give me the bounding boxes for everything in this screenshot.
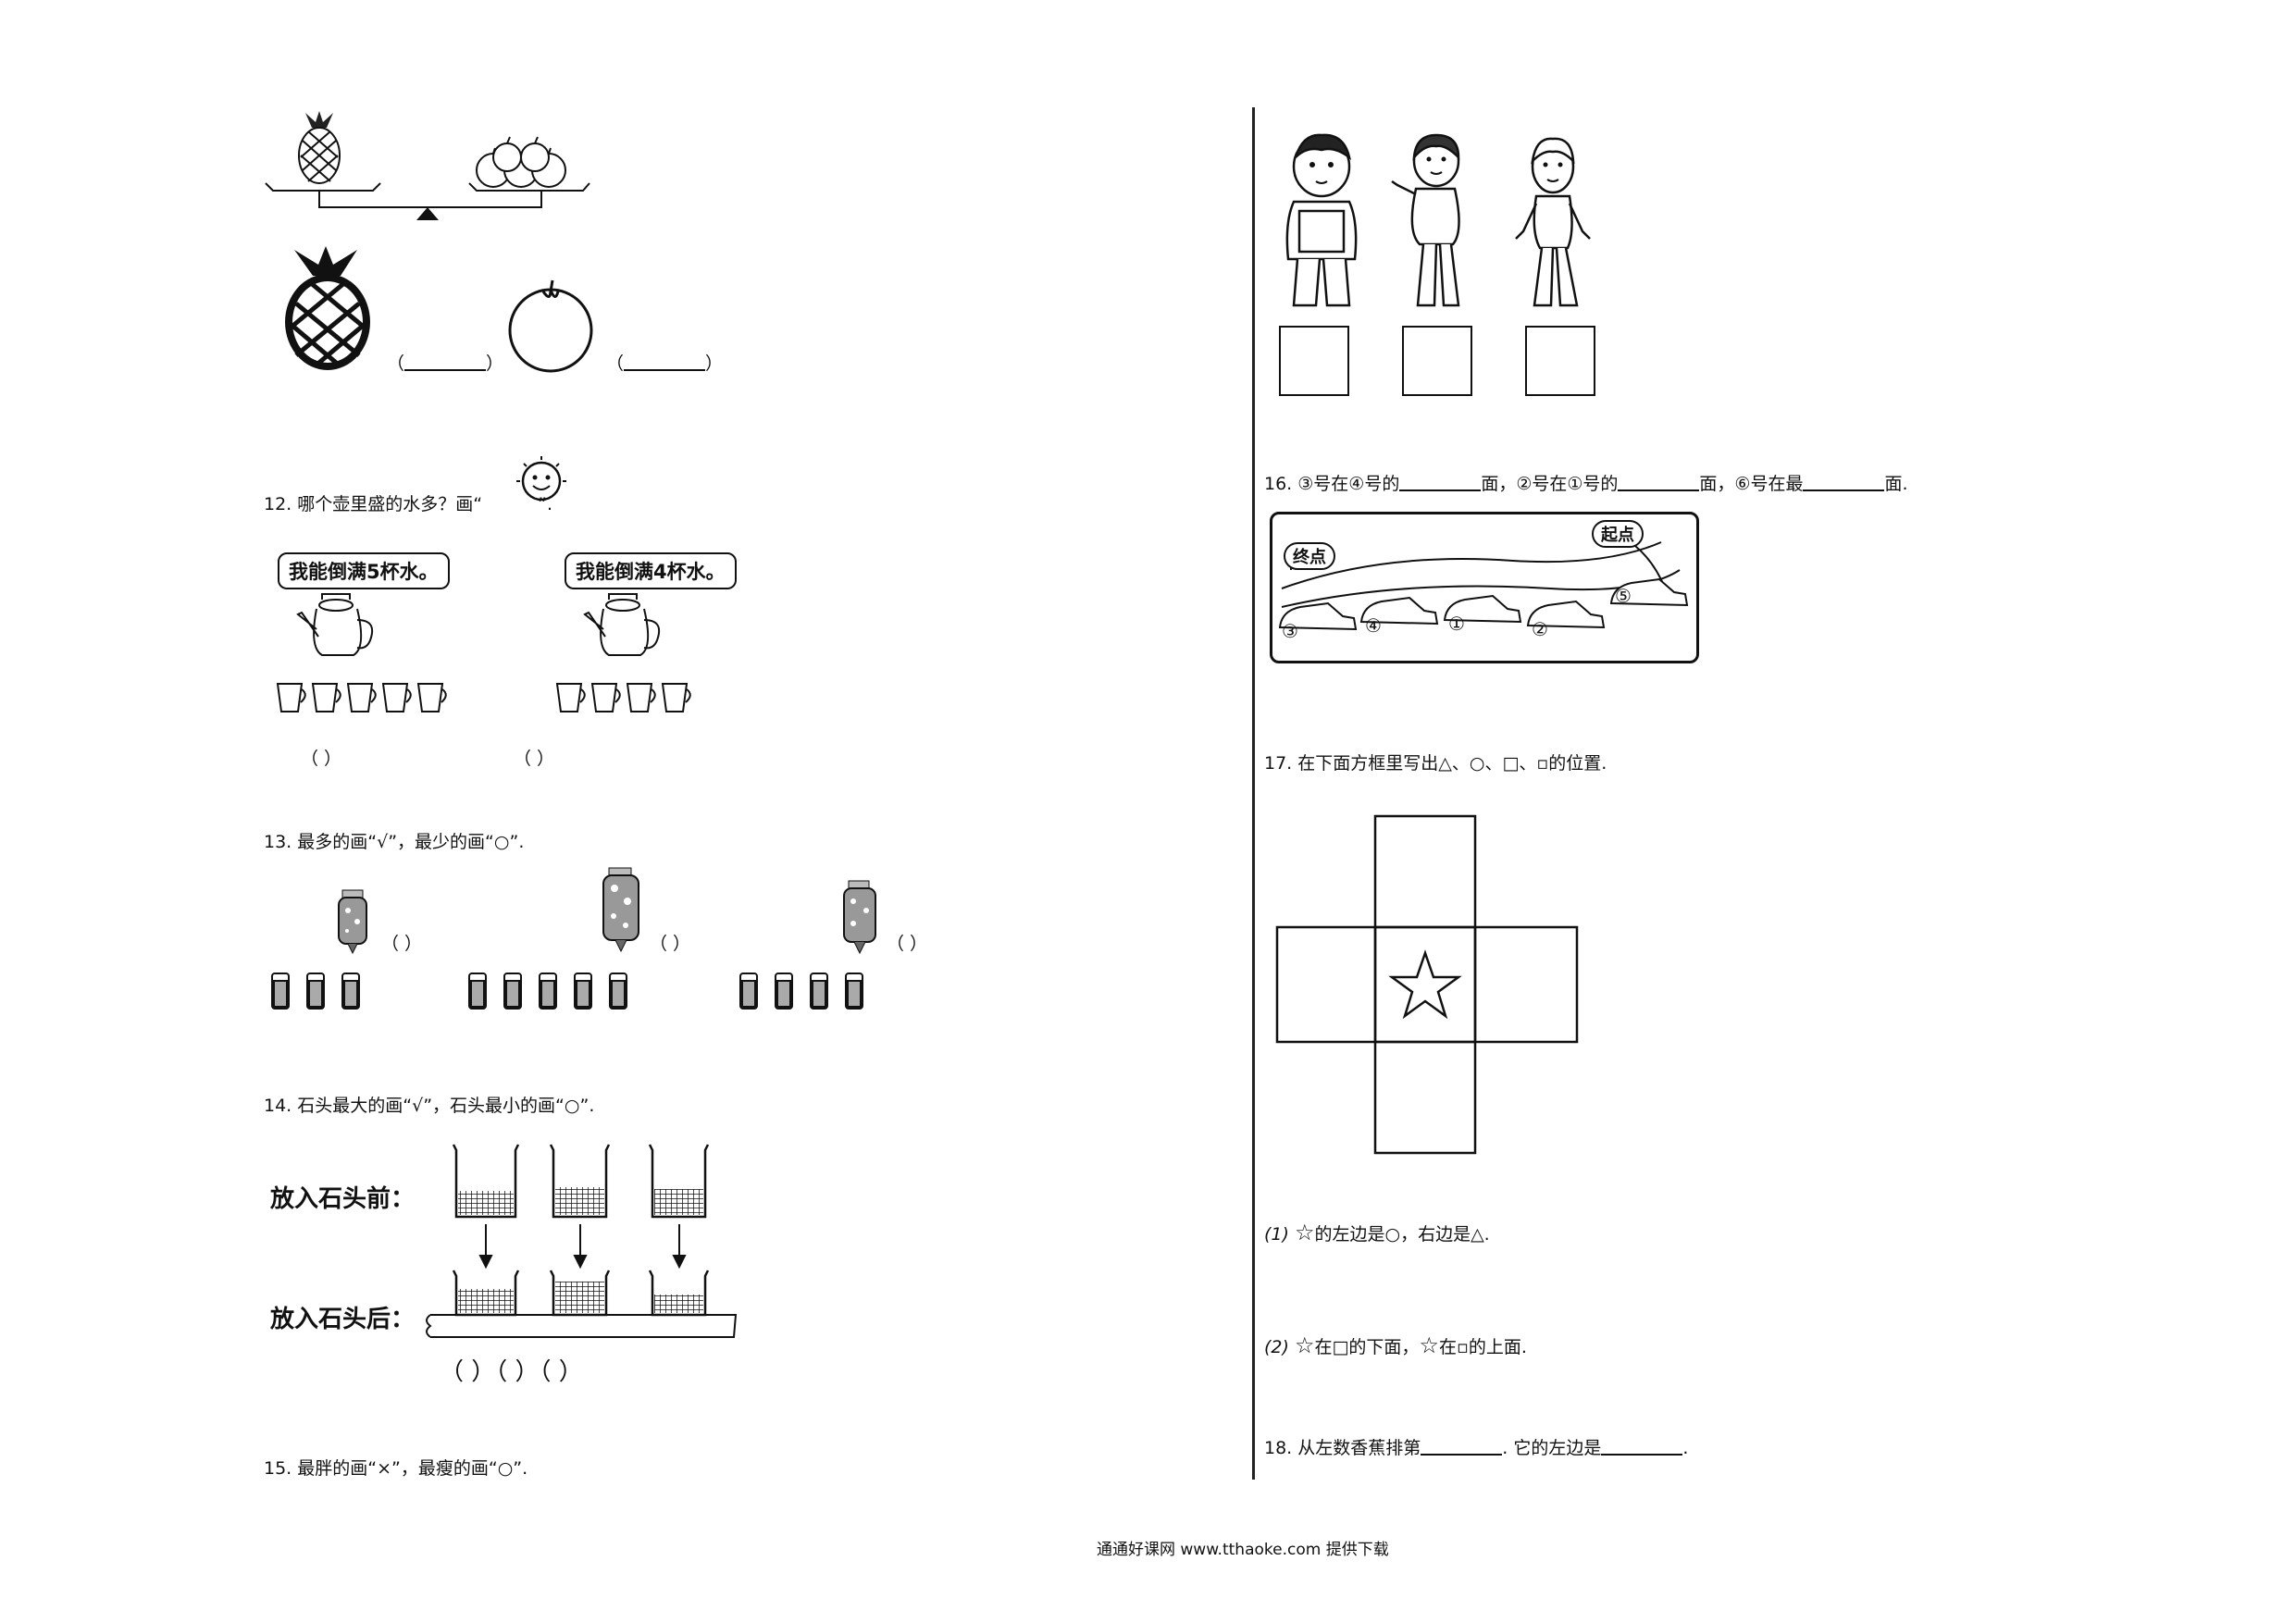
glasses-row-3	[739, 973, 863, 1010]
sub-2-text-b: 在▫的上面.	[1438, 1337, 1527, 1357]
apples-icon	[476, 136, 566, 188]
question-16: 16. ③号在④号的 面，②号在①号的 面，⑥号在最 面.	[1264, 470, 1908, 495]
cars-row	[1278, 577, 1689, 631]
smiley-icon	[516, 456, 566, 502]
cross-grid-figure	[1275, 814, 1579, 1155]
pineapple-small-icon	[298, 111, 341, 184]
finish-label: 终点	[1284, 542, 1335, 570]
speech-bubble-1: 我能倒满5杯水。	[278, 552, 450, 589]
q16-part-2: 面，②号在①号的	[1481, 474, 1619, 494]
question-17-1: (1) ☆的左边是○，右边是△.	[1264, 1220, 1490, 1245]
start-label: 起点	[1592, 520, 1644, 548]
q16-part-3: 面，⑥号在最	[1699, 474, 1804, 494]
answer-12-1[interactable]: （ ）	[301, 749, 342, 769]
car-label-3: ①	[1448, 613, 1465, 635]
bottle-icon-1	[338, 889, 367, 955]
speech-bubble-2: 我能倒满4杯水。	[565, 552, 737, 589]
answer-box-2[interactable]	[1402, 326, 1472, 396]
blank-16-3[interactable]	[1803, 473, 1885, 491]
paren-open: （	[606, 353, 625, 374]
star-icon: ☆	[1294, 1220, 1315, 1245]
boy-icon-1	[1285, 133, 1358, 307]
cups-row-2	[555, 683, 691, 712]
cups-row-1	[276, 683, 447, 712]
question-13: 13. 最多的画“√”，最少的画“○”.	[264, 832, 525, 852]
car-label-1: ③	[1282, 620, 1298, 642]
answer-blank-apple[interactable]: （）	[606, 350, 723, 375]
footer-text: 通通好课网 www.tthaoke.com 提供下载	[1097, 1541, 1389, 1559]
blank-line	[404, 353, 487, 371]
answer-12-2[interactable]: （ ）	[514, 749, 555, 769]
question-12: 12. 哪个壶里盛的水多？画“”.	[264, 490, 552, 515]
bottle-icon-3	[843, 880, 876, 955]
question-12-text: 12. 哪个壶里盛的水多？画“	[264, 494, 483, 514]
column-divider	[1252, 107, 1255, 1480]
star-icon: ☆	[1294, 1332, 1315, 1358]
answer-blank-pineapple[interactable]: （）	[387, 350, 503, 375]
answer-box-1[interactable]	[1279, 326, 1349, 396]
sub-2-text-a: 在□的下面，	[1314, 1337, 1420, 1357]
car-label-2: ④	[1365, 614, 1382, 637]
blank-16-1[interactable]	[1399, 473, 1482, 491]
sub-1-text: 的左边是○，右边是△.	[1314, 1224, 1490, 1245]
blank-16-2[interactable]	[1618, 473, 1700, 491]
kettle-icon-2	[583, 593, 661, 656]
answer-13-3[interactable]: （ ）	[887, 934, 928, 954]
bottle-icon-2	[602, 867, 639, 953]
sub-2-number: (2)	[1264, 1337, 1289, 1357]
paren-close: ）	[705, 353, 724, 374]
pineapple-icon	[285, 246, 370, 370]
question-17-2: (2) ☆在□的下面，☆在▫的上面.	[1264, 1332, 1527, 1358]
paren-open: （	[387, 353, 405, 374]
star-icon: ☆	[1419, 1332, 1439, 1358]
q16-part-4: 面.	[1884, 474, 1908, 494]
bubble-2-text: 我能倒满4杯水。	[576, 561, 726, 583]
blank-18-2[interactable]	[1601, 1437, 1683, 1456]
answer-14[interactable]: （ ）（ ）（ ）	[440, 1358, 583, 1386]
label-after-stones: 放入石头后：	[270, 1306, 416, 1333]
question-15: 15. 最胖的画“×”，最瘦的画“○”.	[264, 1458, 528, 1479]
glasses-row-2	[468, 973, 627, 1010]
blank-18-1[interactable]	[1421, 1437, 1503, 1456]
car-label-4: ②	[1532, 618, 1548, 640]
question-14: 14. 石头最大的画“√”，石头最小的画“○”.	[264, 1096, 595, 1116]
question-17: 17. 在下面方框里写出△、○、□、▫的位置.	[1264, 753, 1607, 774]
boy-icon-3	[1515, 137, 1591, 307]
answer-box-3[interactable]	[1525, 326, 1595, 396]
race-track-figure: 终点 起点 ③ ④ ① ② ⑤	[1270, 512, 1699, 663]
question-18: 18. 从左数香蕉排第 . 它的左边是.	[1264, 1434, 1688, 1459]
sub-1-number: (1)	[1264, 1224, 1289, 1245]
label-before-stones: 放入石头前：	[270, 1185, 416, 1213]
apple-icon	[508, 279, 593, 373]
q16-part-1: 16. ③号在④号的	[1264, 474, 1400, 494]
paren-close: ）	[486, 353, 504, 374]
q18-part-1: 18. 从左数香蕉排第	[1264, 1438, 1421, 1458]
glasses-row-1	[271, 973, 360, 1010]
boy-icon-2	[1391, 133, 1460, 307]
q18-part-3: .	[1682, 1438, 1689, 1458]
balance-scale-figure	[265, 111, 590, 220]
beakers-figure	[426, 1144, 738, 1338]
bubble-1-text: 我能倒满5杯水。	[289, 561, 439, 583]
q18-part-2: . 它的左边是	[1502, 1438, 1602, 1458]
star-icon	[1388, 949, 1462, 1020]
kettle-icon-1	[296, 593, 374, 656]
blank-line	[624, 353, 706, 371]
car-label-5: ⑤	[1615, 585, 1632, 607]
answer-13-1[interactable]: （ ）	[381, 934, 423, 954]
answer-13-2[interactable]: （ ）	[650, 934, 691, 954]
